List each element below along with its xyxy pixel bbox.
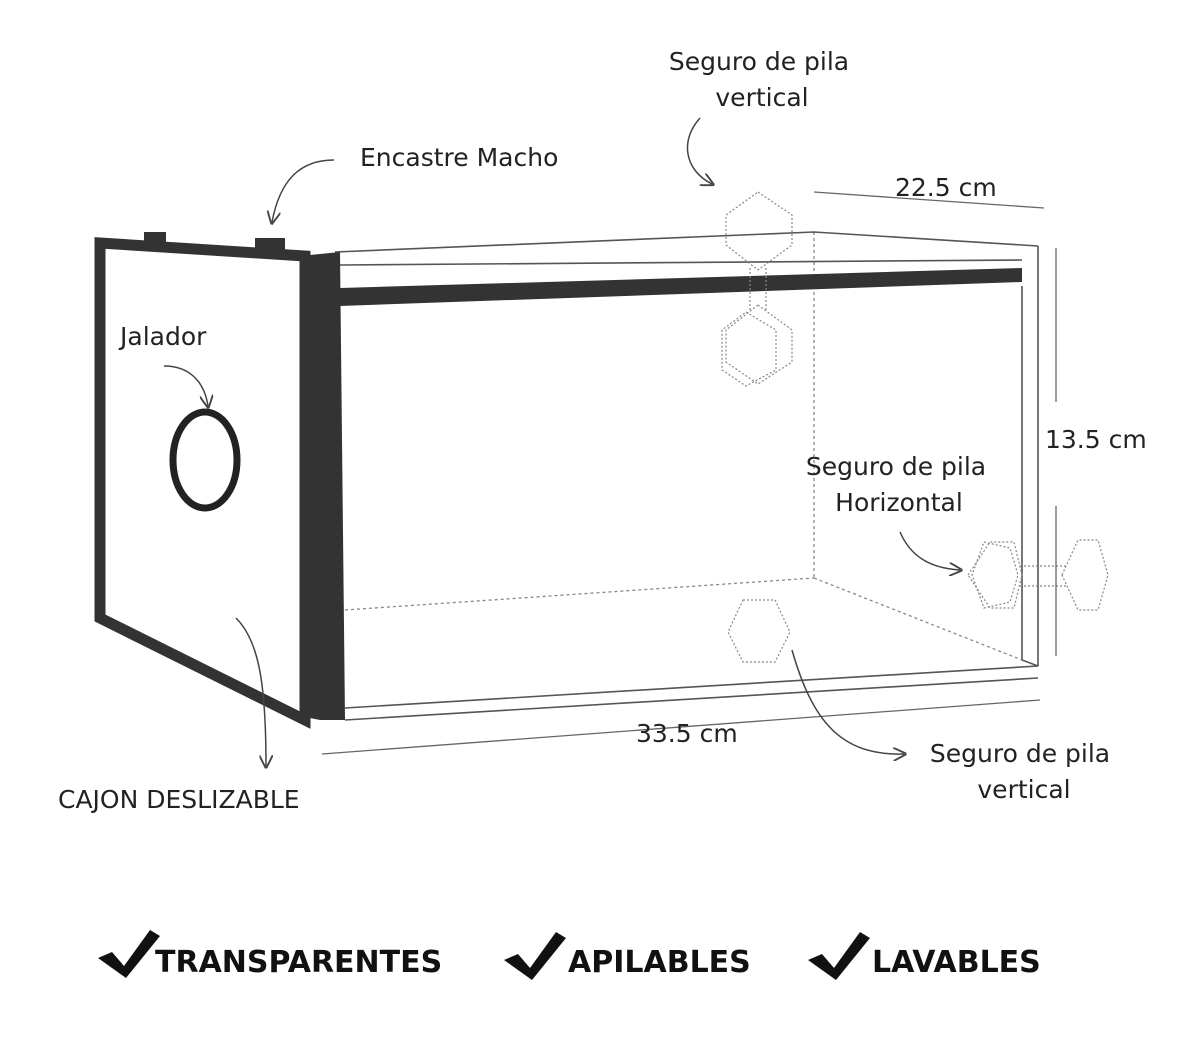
top-rail	[340, 268, 1022, 306]
label-depth: 22.5 cm	[895, 173, 997, 202]
male-joint-right	[255, 238, 285, 256]
arrow-drawer	[235, 617, 266, 766]
label-male-joint: Encastre Macho	[360, 143, 558, 172]
label-drawer: CAJON DESLIZABLE	[58, 785, 300, 814]
label-stack-lock-bottom-1: Seguro de pila	[930, 739, 1110, 768]
label-stack-lock-bottom-2: vertical	[977, 775, 1070, 804]
male-joint-left	[144, 232, 166, 250]
label-stack-lock-top-1: Seguro de pila	[669, 47, 849, 76]
stack-lock-horizontal-shape	[967, 539, 1109, 611]
label-stack-lock-horizontal-1: Seguro de pila	[806, 452, 986, 481]
feature-apilables: APILABLES	[568, 945, 751, 980]
drawer-front-panel	[94, 232, 345, 729]
check-icon	[808, 932, 870, 980]
stack-lock-top-shape	[721, 191, 793, 387]
label-width: 33.5 cm	[636, 719, 738, 748]
label-puller: Jalador	[118, 322, 207, 351]
box-outline	[334, 231, 1039, 721]
dimension-lines	[321, 191, 1057, 755]
arrow-puller	[163, 365, 208, 406]
arrow-stack-lock-bottom	[791, 649, 904, 754]
stack-lock-bottom-shape	[727, 599, 791, 663]
puller-ring	[169, 408, 241, 512]
arrow-stack-lock-top	[686, 117, 713, 184]
check-icon	[504, 932, 566, 980]
label-height: 13.5 cm	[1045, 425, 1147, 454]
arrow-stack-lock-horizontal	[899, 531, 960, 570]
check-icon	[98, 930, 160, 978]
feature-transparentes: TRANSPARENTES	[155, 945, 442, 980]
label-stack-lock-horizontal-2: Horizontal	[835, 488, 963, 517]
arrow-male-joint	[272, 159, 335, 222]
box-hidden-edges	[344, 232, 1023, 661]
feature-lavables: LAVABLES	[872, 945, 1041, 980]
callout-arrows	[163, 117, 960, 766]
label-stack-lock-top-2: vertical	[715, 83, 808, 112]
feature-list: TRANSPARENTES APILABLES LAVABLES	[98, 930, 1041, 980]
